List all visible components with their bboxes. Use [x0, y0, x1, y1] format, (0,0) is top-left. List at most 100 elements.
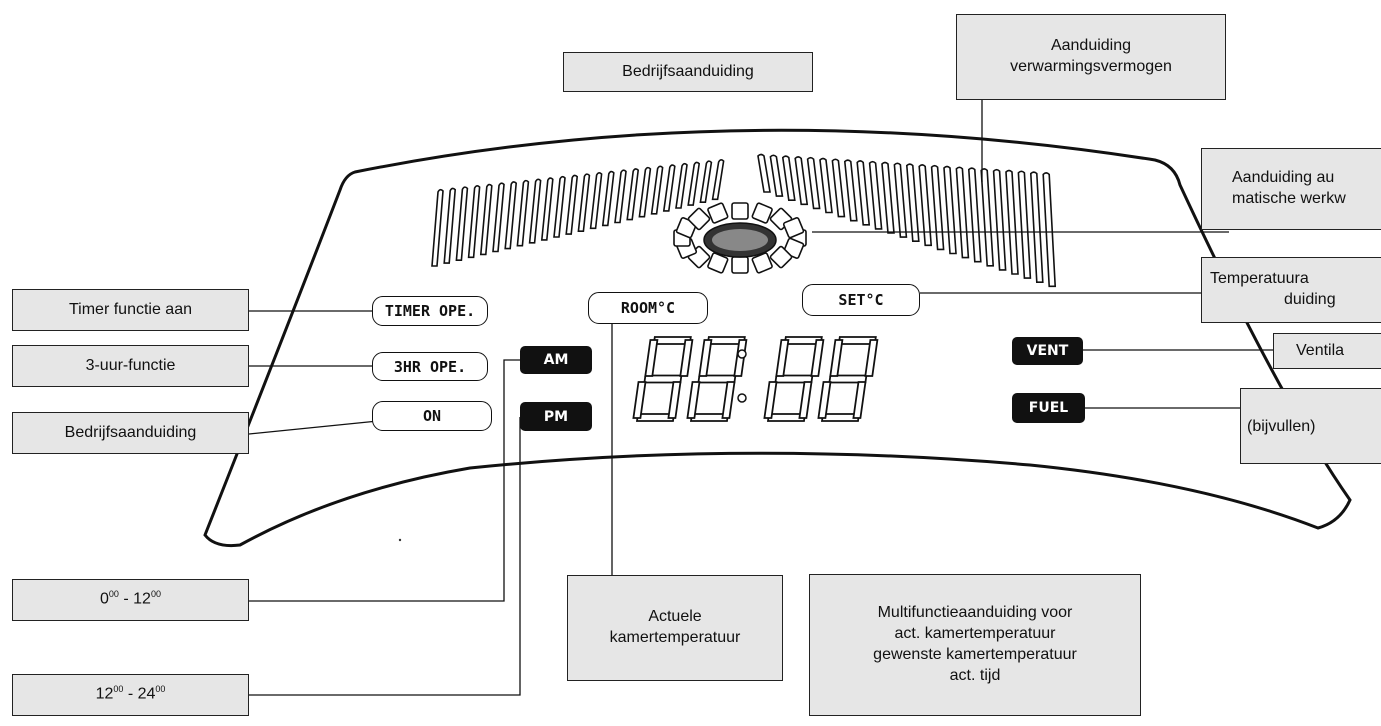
heat-bar [1042, 172, 1057, 288]
label-multifunctie: Multifunctieaanduiding voor act. kamerte… [809, 574, 1141, 716]
heat-bar [528, 178, 542, 244]
heat-bar [431, 188, 444, 267]
heat-bar [540, 177, 554, 241]
heat-bar [650, 165, 664, 215]
digit-segment [828, 374, 868, 384]
heat-bar [492, 182, 505, 253]
heat-bar [687, 161, 701, 206]
heat-bar [893, 162, 908, 238]
speck [398, 538, 402, 542]
label-bedrijf-top: Bedrijfsaanduiding [563, 52, 813, 92]
flower-petal [751, 202, 773, 224]
heat-bar [455, 186, 469, 261]
label-am-range: 000 - 1200 [12, 579, 249, 621]
heat-bar [1005, 169, 1019, 275]
label-drie-uur: 3-uur-functie [12, 345, 249, 387]
digit-segment [644, 339, 659, 377]
leader-am [249, 359, 520, 602]
digit-segment [667, 381, 682, 419]
digit-segment [721, 381, 736, 419]
heat-bar [781, 155, 796, 201]
seven-segment-display [632, 336, 879, 422]
label-verwarmingsvermogen: Aanduiding verwarmingsvermogen [956, 14, 1226, 100]
digit-segment [679, 339, 694, 377]
heat-bar [675, 162, 688, 209]
on-indicator: ON [372, 401, 492, 431]
heat-bar [467, 185, 481, 259]
heat-bar [504, 181, 518, 250]
digit-segment [775, 339, 790, 377]
heat-bar [930, 164, 945, 251]
timer-ope-indicator: TIMER OPE. [372, 296, 488, 326]
vent-indicator: VENT [1012, 337, 1083, 365]
heat-bar [589, 172, 603, 230]
leader-pm [249, 417, 521, 696]
am-indicator: AM [520, 346, 592, 374]
flower-petal [707, 202, 729, 224]
heat-bar [1029, 171, 1044, 283]
heat-bar [614, 169, 627, 224]
auto-operation-indicator [673, 202, 807, 274]
heat-bar [626, 168, 640, 221]
heat-bar [831, 158, 846, 218]
heat-bar [699, 160, 713, 203]
digit-segment [698, 339, 713, 377]
heat-bar [905, 163, 920, 242]
heat-bar [757, 153, 771, 193]
digit-segment [686, 381, 701, 419]
digit-segment [643, 374, 683, 384]
flower-petal [731, 202, 749, 220]
heat-bar [769, 154, 784, 197]
room-temp-indicator: ROOM°C [588, 292, 708, 324]
heat-bar [443, 187, 457, 264]
display-panel-outline [203, 128, 1352, 547]
heat-bar [856, 160, 871, 226]
leader-on [248, 420, 379, 435]
heat-bar [711, 159, 725, 201]
heat-bar [553, 175, 566, 238]
digit-segment [852, 381, 867, 419]
heat-bar [662, 164, 676, 212]
heat-bar [516, 179, 530, 247]
label-actuele: Actuele kamertemperatuur [567, 575, 783, 681]
flower-petal [751, 252, 773, 274]
heat-bar [881, 161, 895, 234]
flower-petal [782, 217, 805, 239]
heat-bar [943, 165, 957, 255]
label-automatisch: Aanduiding au matische werkw [1201, 148, 1381, 230]
pm-indicator: PM [520, 402, 592, 431]
heat-bar [577, 173, 591, 232]
colon-dot-top [737, 349, 747, 359]
flower-petal [731, 256, 749, 274]
colon-dot-bottom [737, 393, 747, 403]
flower-petal [707, 252, 729, 274]
leader-lines [248, 100, 1273, 696]
label-bijvullen: (bijvullen) [1240, 388, 1381, 464]
digit-segment [817, 381, 832, 419]
heat-bar [967, 167, 982, 263]
heat-bar [819, 157, 833, 214]
digit-segment [798, 381, 813, 419]
heat-bar [601, 170, 615, 227]
heat-bar [806, 156, 821, 210]
heat-bars-left [431, 159, 725, 267]
fuel-indicator: FUEL [1012, 393, 1085, 423]
digit-segment [697, 374, 737, 384]
digit-segment [810, 339, 825, 377]
set-temp-indicator: SET°C [802, 284, 920, 316]
three-hr-ope-indicator: 3HR OPE. [372, 352, 488, 381]
heat-bar [638, 166, 652, 218]
flower-petal [687, 207, 711, 231]
digit-segment [774, 374, 814, 384]
heat-bar [868, 160, 883, 230]
heat-bar [565, 174, 579, 235]
heat-bar [992, 168, 1007, 271]
heat-bar [479, 183, 493, 256]
flower-petal [769, 245, 793, 269]
digit-segment [632, 381, 647, 419]
heat-bar [1017, 170, 1032, 279]
heat-bar [955, 166, 970, 259]
label-ventilatie: Ventila [1273, 333, 1381, 369]
digit-segment [864, 339, 879, 377]
